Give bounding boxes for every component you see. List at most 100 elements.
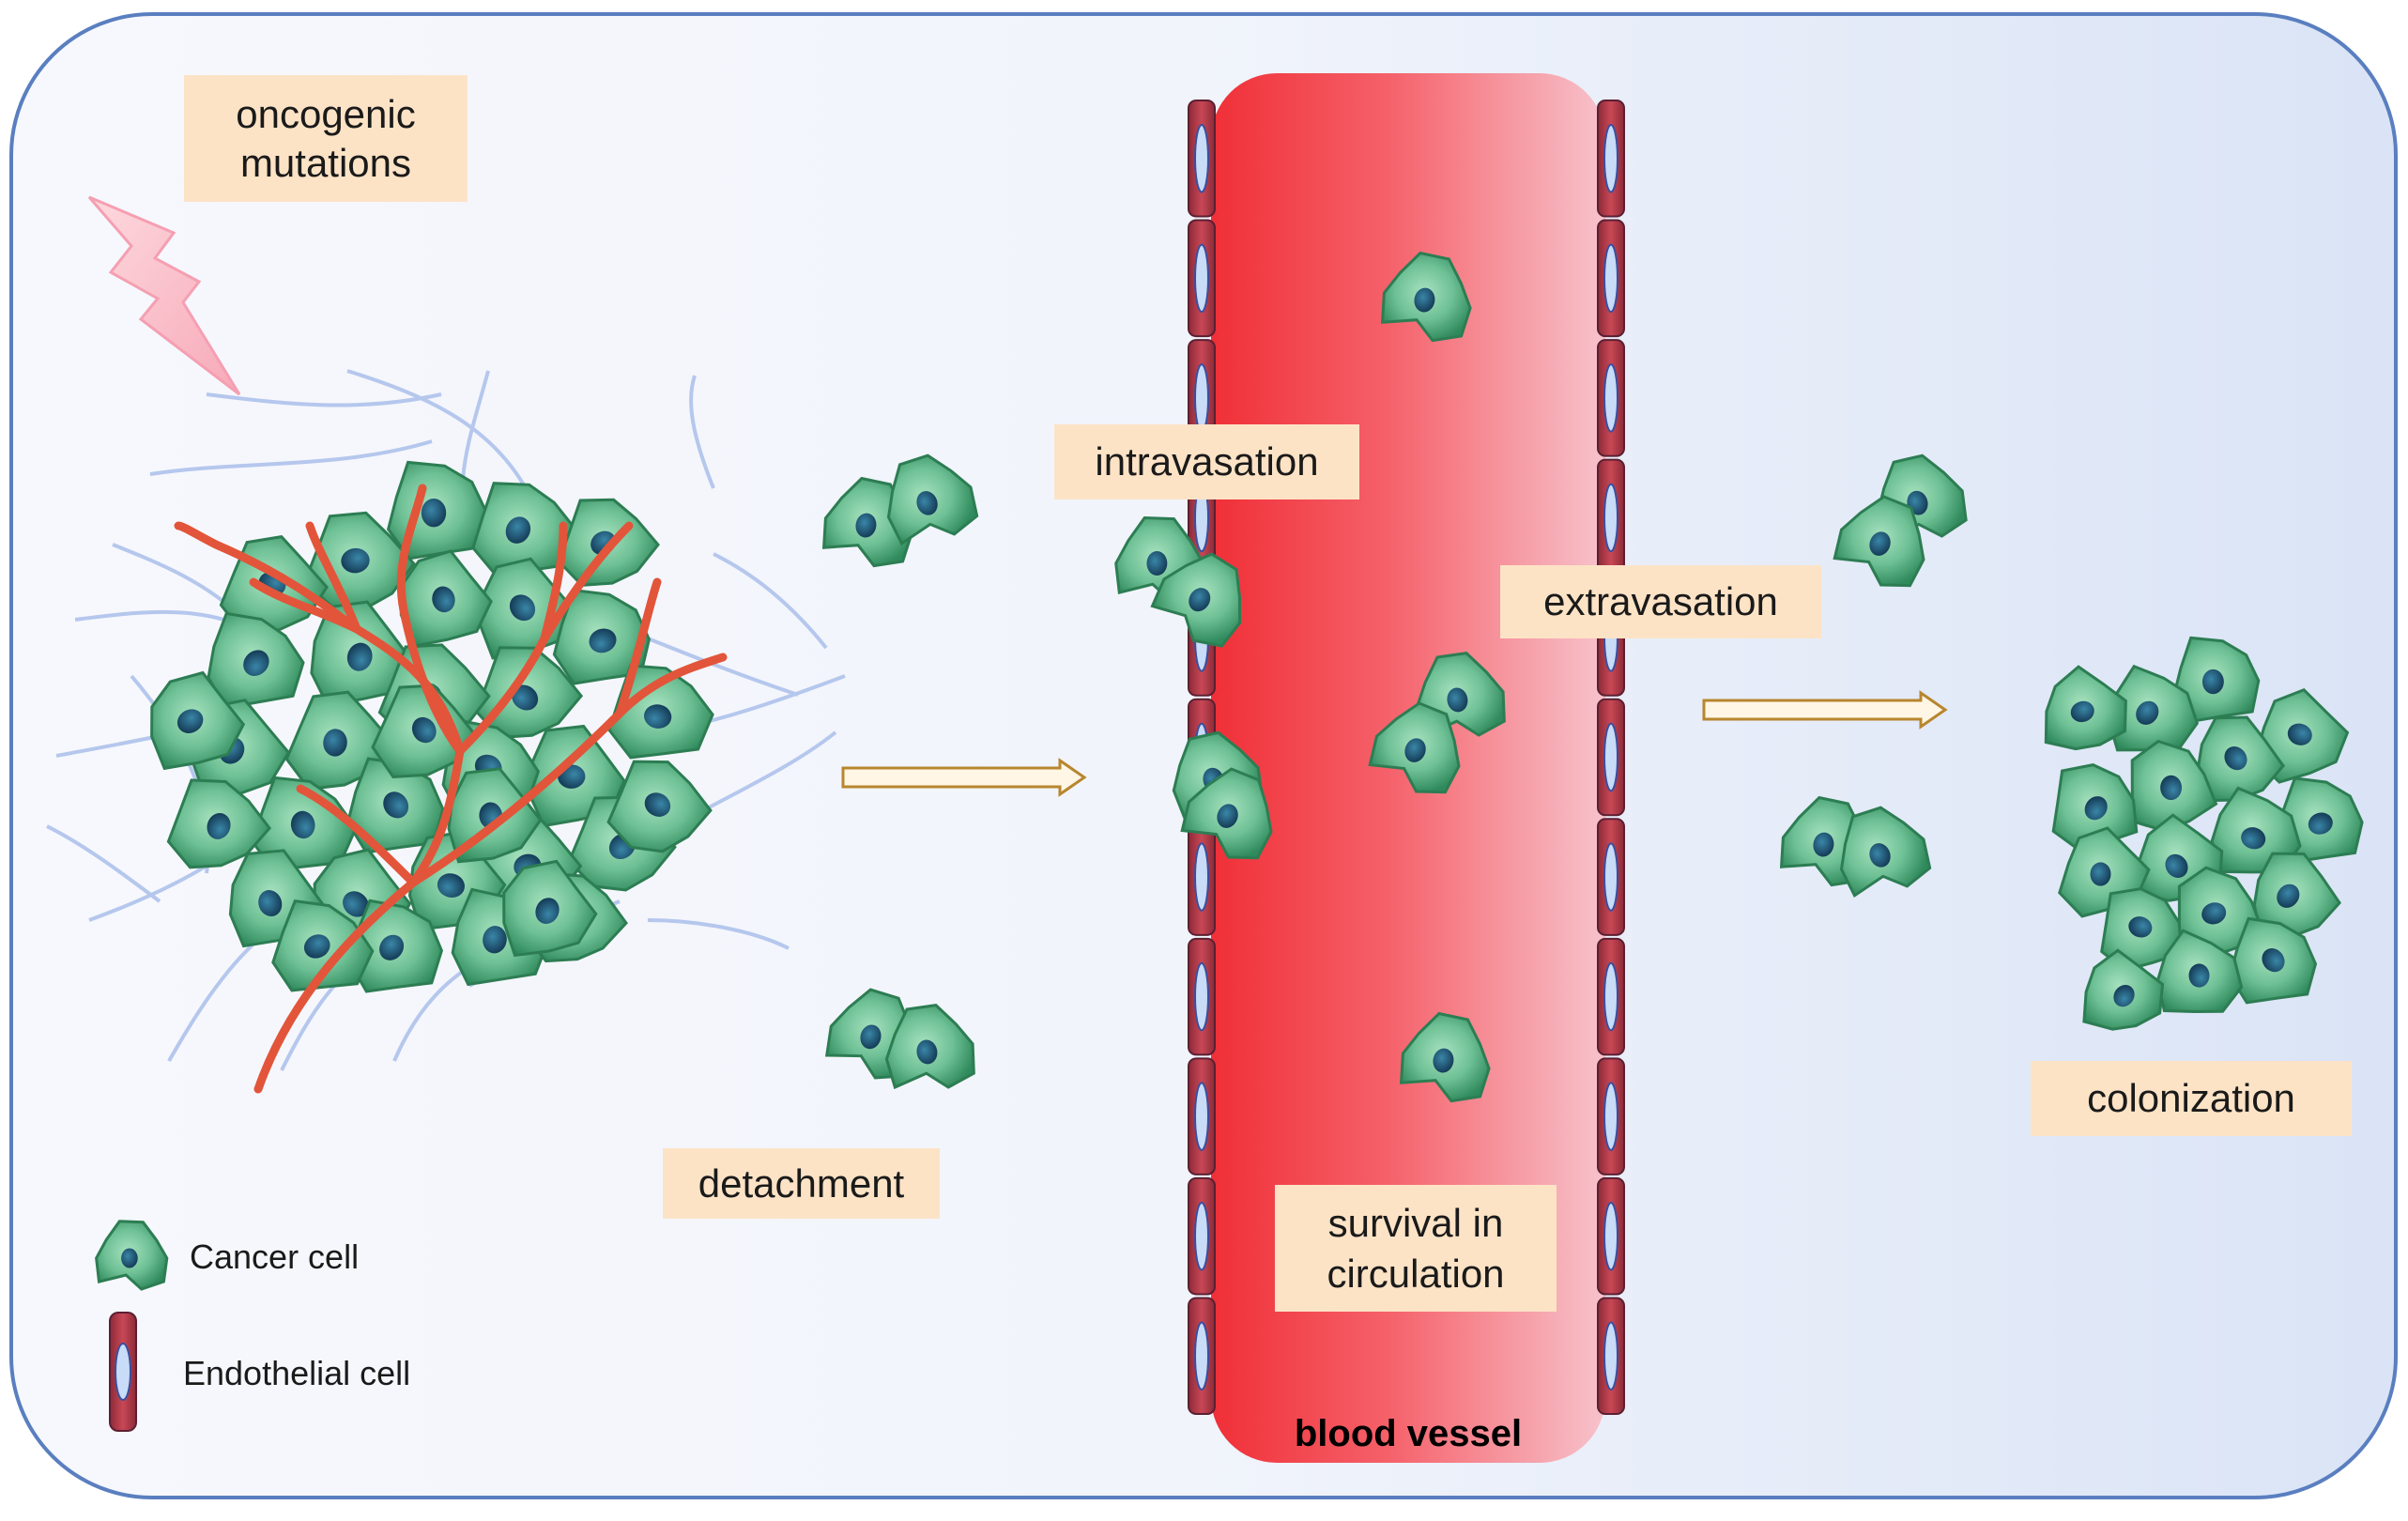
tumor-cell xyxy=(166,778,272,869)
nucleus xyxy=(2070,700,2094,723)
endothelial-nucleus xyxy=(1194,363,1209,433)
label-intravasation: intravasation xyxy=(1054,424,1359,499)
metastatic-colony xyxy=(2044,636,2364,1031)
nucleus xyxy=(509,594,536,622)
migrating-cell xyxy=(886,453,979,546)
migrating-cell xyxy=(1833,495,1925,588)
endothelial-nucleus xyxy=(1603,842,1618,912)
tumor-cell xyxy=(502,859,598,958)
ecm-fiber xyxy=(346,369,528,489)
label-survival-in-circulation: survival in circulation xyxy=(1275,1185,1557,1312)
endothelial-cell xyxy=(1597,818,1625,936)
legend-endothelial-cell-icon xyxy=(109,1312,137,1432)
migrating-cell xyxy=(1180,767,1273,860)
nucleus xyxy=(121,1248,138,1268)
ecm-fiber xyxy=(647,637,799,697)
endothelial-nucleus xyxy=(1194,842,1209,912)
tumor-vessel xyxy=(540,521,634,643)
endothelial-cell xyxy=(1597,1297,1625,1416)
tumor-cell xyxy=(371,684,478,779)
nucleus xyxy=(258,890,283,916)
migrating-cell xyxy=(1150,552,1242,648)
tumor-cell xyxy=(345,757,445,854)
tumor-vessel xyxy=(174,521,361,634)
migrating-cell xyxy=(1368,701,1461,794)
nucleus xyxy=(2277,883,2300,908)
endothelial-nucleus xyxy=(1603,961,1618,1032)
nucleus xyxy=(437,873,465,898)
legend-endothelial-cell-label: Endothelial cell xyxy=(183,1354,411,1392)
nucleus xyxy=(2224,746,2247,771)
ecm-fiber xyxy=(713,552,828,650)
nucleus xyxy=(916,491,938,515)
nucleus xyxy=(379,934,405,960)
migrating-cell xyxy=(1380,251,1472,343)
endothelial-nucleus xyxy=(1603,483,1618,553)
endothelial-nucleus xyxy=(1603,722,1618,792)
endothelial-nucleus xyxy=(1603,124,1618,193)
process-arrows xyxy=(841,690,1948,797)
tumor-cell xyxy=(606,760,713,853)
endothelial-cell xyxy=(1188,1057,1216,1175)
nucleus xyxy=(1869,531,1891,556)
endothelial-cell xyxy=(1188,219,1216,338)
migrating-cell xyxy=(884,1004,975,1090)
nucleus xyxy=(346,642,373,671)
tumor-cell xyxy=(302,511,416,611)
tumor-vessel xyxy=(396,484,465,756)
nucleus xyxy=(589,628,617,653)
nucleus xyxy=(343,891,369,917)
nucleus xyxy=(1146,551,1168,576)
nucleus xyxy=(176,709,204,733)
nucleus xyxy=(2241,827,2266,850)
nucleus xyxy=(2188,963,2210,988)
nucleus xyxy=(2160,775,2183,801)
label-colonization: colonization xyxy=(2031,1061,2352,1136)
legend-icons xyxy=(95,1220,169,1432)
nucleus xyxy=(2308,812,2333,835)
tumor-blood-vessels xyxy=(174,484,728,1094)
nucleus xyxy=(2262,948,2285,973)
nucleus xyxy=(1813,832,1834,857)
endothelial-cell xyxy=(1188,1176,1216,1296)
nucleus xyxy=(505,516,531,544)
ecm-fiber xyxy=(206,392,442,407)
nucleus xyxy=(1447,687,1468,713)
ecm-fiber xyxy=(647,918,790,950)
colony-cell xyxy=(2155,929,2244,1014)
endothelial-cell xyxy=(1188,937,1216,1056)
tumor-vessel xyxy=(615,577,662,718)
endothelial-nucleus xyxy=(1194,1201,1209,1271)
migrating-cell xyxy=(1839,806,1932,899)
primary-tumor xyxy=(150,460,714,993)
nucleus xyxy=(1433,1048,1454,1073)
colony-cell xyxy=(2196,715,2286,803)
nucleus xyxy=(2090,862,2111,886)
nucleus xyxy=(243,650,269,676)
lightning-bolt-icon xyxy=(87,195,241,396)
migrating-cell xyxy=(1399,1011,1491,1103)
tumor-vessel xyxy=(408,653,728,887)
nucleus xyxy=(2136,700,2159,725)
nucleus xyxy=(2128,916,2153,938)
endothelial-cell xyxy=(1597,937,1625,1056)
endothelial-cell xyxy=(1597,100,1625,218)
nucleus xyxy=(2084,796,2108,821)
nucleus xyxy=(483,926,507,954)
endothelial-cell xyxy=(1188,1297,1216,1416)
nucleus xyxy=(341,547,370,574)
nucleus xyxy=(644,704,672,729)
nucleus xyxy=(411,716,437,744)
nucleus xyxy=(535,898,560,924)
nucleus xyxy=(1189,588,1211,612)
endothelial-cell xyxy=(1597,1176,1625,1296)
endothelial-cell xyxy=(1597,458,1625,577)
nucleus xyxy=(421,499,447,528)
arrow-extravasation-to-colonization xyxy=(1702,690,1948,730)
blood-vessel-label: blood vessel xyxy=(1294,1413,1523,1454)
migrating-cells xyxy=(821,251,1968,1103)
colony-cell xyxy=(2107,664,2200,752)
tumor-cell xyxy=(150,670,246,771)
